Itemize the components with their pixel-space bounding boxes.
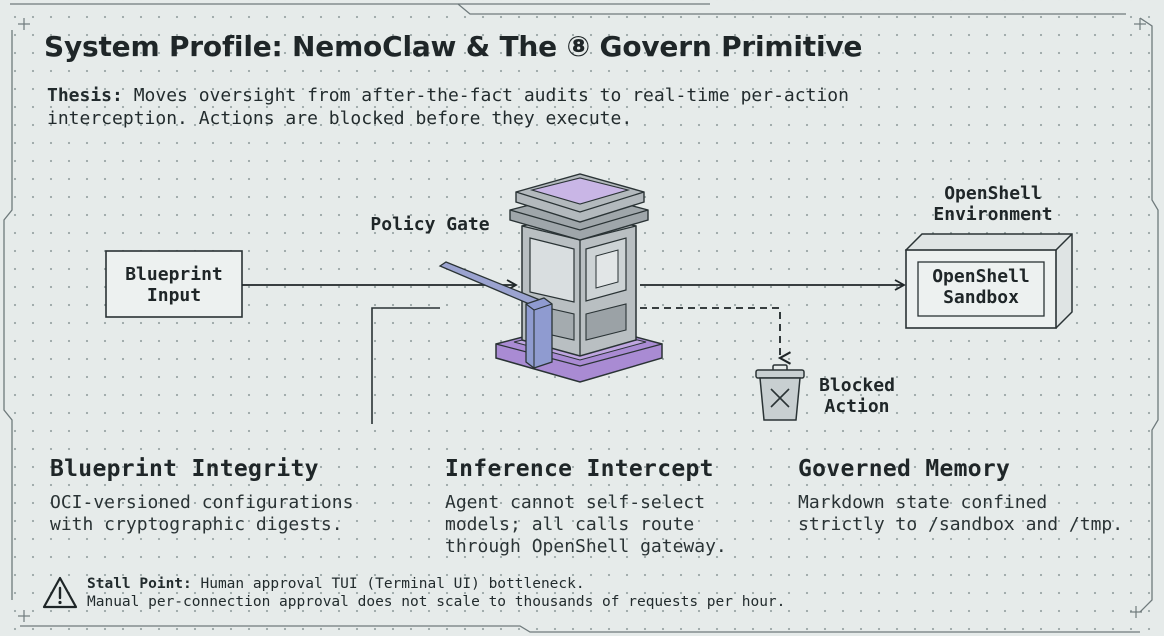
feature-line: through OpenShell gateway.	[445, 536, 727, 557]
openshell-environment-label: OpenShell Environment	[918, 183, 1068, 225]
warning-triangle-icon	[42, 576, 78, 609]
feature-line: with cryptographic digests.	[50, 514, 343, 535]
page-title: System Profile: NemoClaw & The ⑧ Govern …	[44, 30, 863, 63]
feature-line: strictly to /sandbox and /tmp.	[798, 514, 1124, 535]
blueprint-input-box	[105, 250, 243, 318]
feature-line: OCI-versioned configurations	[50, 492, 354, 513]
blueprint-input-label: Blueprint Input	[106, 264, 242, 306]
stall-point-line2: Manual per-connection approval does not …	[87, 594, 786, 610]
security-booth-icon	[438, 173, 663, 383]
thesis-paragraph: Thesis: Moves oversight from after-the-f…	[47, 84, 887, 130]
feature-line: models; all calls route	[445, 514, 695, 535]
stall-point-text: Stall Point: Human approval TUI (Termina…	[87, 575, 785, 611]
sandbox-label-line2: Sandbox	[943, 287, 1019, 308]
feature-blueprint-integrity: Blueprint Integrity OCI-versioned config…	[50, 456, 390, 536]
feature-title: Blueprint Integrity	[50, 456, 319, 482]
thesis-label: Thesis:	[47, 85, 123, 106]
trash-can-icon	[755, 364, 805, 421]
environment-label-line2: Environment	[933, 204, 1053, 225]
environment-label-line1: OpenShell	[944, 183, 1042, 204]
feature-title: Governed Memory	[798, 456, 1011, 482]
openshell-sandbox-box	[904, 233, 1073, 329]
blocked-action-label: Blocked Action	[812, 375, 902, 417]
blocked-label-line2: Action	[824, 396, 890, 417]
blocked-path-arrow	[640, 307, 792, 365]
thesis-text: Moves oversight from after-the-fact audi…	[47, 85, 849, 129]
policy-gate-label: Policy Gate	[370, 214, 490, 235]
feature-line: Markdown state confined	[798, 492, 1048, 513]
stall-point-label: Stall Point:	[87, 576, 192, 592]
blocked-label-line1: Blocked	[819, 375, 895, 396]
feature-title: Inference Intercept	[445, 456, 714, 482]
blueprint-input-label-line2: Input	[146, 285, 202, 306]
feature-inference-intercept: Inference Intercept Agent cannot self-se…	[445, 456, 785, 558]
stall-point-line1-text: Human approval TUI (Terminal UI) bottlen…	[191, 576, 585, 592]
bracket-line	[371, 307, 440, 424]
sandbox-label-line1: OpenShell	[932, 266, 1030, 287]
blueprint-input-label-line1: Blueprint	[125, 264, 223, 285]
feature-line: Agent cannot self-select	[445, 492, 706, 513]
stall-point-line1: Stall Point: Human approval TUI (Termina…	[87, 575, 785, 593]
openshell-sandbox-label: OpenShell Sandbox	[918, 266, 1044, 308]
